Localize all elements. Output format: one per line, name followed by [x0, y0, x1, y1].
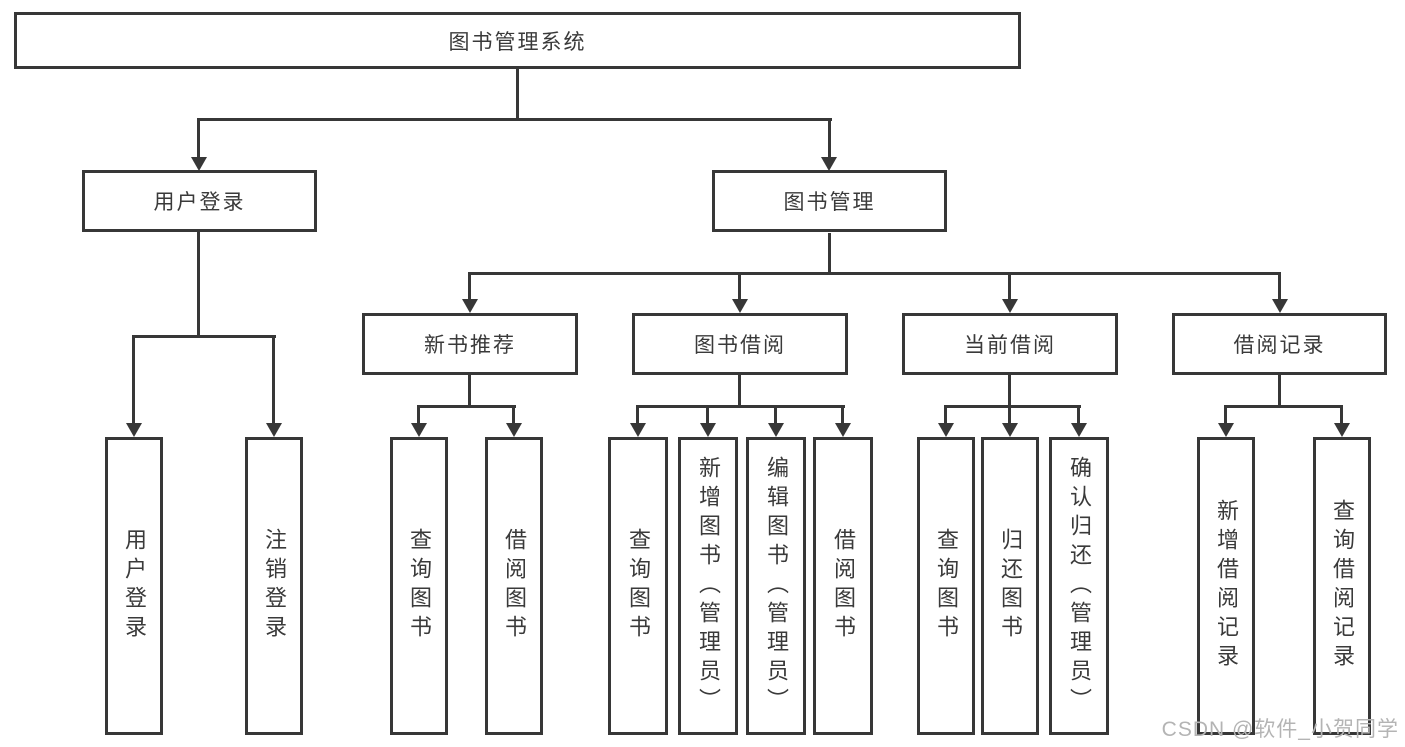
node-label: 确认归还（管理员）: [1067, 455, 1092, 717]
node-label: 新书推荐: [424, 334, 516, 357]
node-label: 归还图书: [998, 528, 1023, 644]
node-label: 图书借阅: [694, 334, 786, 357]
connector-borrow-records-rail: [1224, 405, 1343, 408]
arrow-down-icon: [462, 299, 478, 313]
connector-current-borrow-trunk: [1008, 375, 1011, 408]
connector-stem-leaf: [636, 405, 639, 425]
node-user-login: 用户登录: [82, 170, 317, 232]
connector-stem-leaf: [774, 405, 777, 425]
arrow-down-icon: [732, 299, 748, 313]
connector-book-borrow-rail: [636, 405, 845, 408]
node-label: 图书管理: [783, 191, 876, 214]
leaf-query-borrow-record: 查询借阅记录: [1313, 437, 1371, 735]
connector-stem-leaf: [1077, 405, 1080, 425]
connector-stem-leaf: [706, 405, 709, 425]
connector-stem-user-login: [197, 118, 200, 158]
connector-root-trunk: [516, 67, 519, 119]
connector-book-management-trunk: [828, 233, 831, 275]
node-book-borrowing: 图书借阅: [632, 313, 848, 375]
node-label: 新增图书（管理员）: [696, 455, 721, 717]
connector-current-borrow-rail: [944, 405, 1081, 408]
arrow-down-icon: [938, 423, 954, 437]
arrow-down-icon: [266, 423, 282, 437]
connector-user-login-trunk: [197, 232, 200, 338]
connector-level2-rail: [198, 118, 832, 121]
connector-stem-leaf: [1008, 405, 1011, 425]
connector-stem-book-management: [828, 118, 831, 158]
node-label: 借阅记录: [1233, 334, 1326, 357]
connector-book-borrow-trunk: [738, 375, 741, 408]
leaf-return-book: 归还图书: [981, 437, 1039, 735]
arrow-down-icon: [1334, 423, 1350, 437]
connector-stem-leaf: [272, 335, 275, 425]
connector-stem-book-borrow: [738, 272, 741, 300]
arrow-down-icon: [1002, 299, 1018, 313]
leaf-user-login: 用户登录: [105, 437, 163, 735]
connector-stem-leaf: [417, 405, 420, 425]
leaf-borrow-books: 借阅图书: [813, 437, 873, 735]
node-label: 借阅图书: [502, 528, 527, 644]
connector-stem-leaf: [512, 405, 515, 425]
arrow-down-icon: [1002, 423, 1018, 437]
connector-level3-rail: [468, 272, 1281, 275]
arrow-down-icon: [1272, 299, 1288, 313]
connector-stem-current-borrow: [1008, 272, 1011, 300]
leaf-borrow-books-recommend: 借阅图书: [485, 437, 543, 735]
node-label: 借阅图书: [831, 528, 856, 644]
node-label: 注销登录: [262, 528, 287, 644]
node-new-book-recommendation: 新书推荐: [362, 313, 578, 375]
arrow-down-icon: [768, 423, 784, 437]
arrow-down-icon: [126, 423, 142, 437]
connector-stem-new-book: [468, 272, 471, 300]
node-book-management: 图书管理: [712, 170, 947, 232]
connector-user-login-rail: [132, 335, 276, 338]
node-label: 图书管理系统: [448, 30, 587, 54]
node-label: 新增借阅记录: [1214, 499, 1239, 673]
connector-stem-leaf: [944, 405, 947, 425]
connector-new-book-trunk: [468, 375, 471, 408]
node-label: 查询借阅记录: [1330, 499, 1355, 673]
leaf-edit-book-admin: 编辑图书（管理员）: [746, 437, 806, 735]
leaf-add-borrow-record: 新增借阅记录: [1197, 437, 1255, 735]
node-current-borrowing: 当前借阅: [902, 313, 1118, 375]
connector-borrow-records-trunk: [1278, 375, 1281, 408]
arrow-down-icon: [835, 423, 851, 437]
node-borrowing-records: 借阅记录: [1172, 313, 1387, 375]
watermark-text: CSDN @软件_小贺同学: [1161, 718, 1399, 741]
node-label: 编辑图书（管理员）: [764, 455, 789, 717]
node-label: 查询图书: [407, 528, 432, 644]
node-label: 查询图书: [934, 528, 959, 644]
leaf-add-book-admin: 新增图书（管理员）: [678, 437, 738, 735]
leaf-confirm-return-admin: 确认归还（管理员）: [1049, 437, 1109, 735]
connector-stem-leaf: [132, 335, 135, 425]
connector-stem-leaf: [1224, 405, 1227, 425]
node-library-system: 图书管理系统: [14, 12, 1021, 69]
arrow-down-icon: [1218, 423, 1234, 437]
node-label: 用户登录: [153, 191, 246, 214]
arrow-down-icon: [411, 423, 427, 437]
arrow-down-icon: [630, 423, 646, 437]
node-label: 用户登录: [122, 528, 147, 644]
leaf-logout-login: 注销登录: [245, 437, 303, 735]
arrow-down-icon: [821, 157, 837, 171]
leaf-query-books-recommend: 查询图书: [390, 437, 448, 735]
node-label: 查询图书: [626, 528, 651, 644]
connector-stem-leaf: [1340, 405, 1343, 425]
arrow-down-icon: [191, 157, 207, 171]
arrow-down-icon: [700, 423, 716, 437]
connector-new-book-rail: [417, 405, 516, 408]
arrow-down-icon: [1071, 423, 1087, 437]
leaf-query-books-borrow: 查询图书: [608, 437, 668, 735]
leaf-query-books-current: 查询图书: [917, 437, 975, 735]
connector-stem-borrow-records: [1278, 272, 1281, 300]
arrow-down-icon: [506, 423, 522, 437]
connector-stem-leaf: [841, 405, 844, 425]
node-label: 当前借阅: [964, 334, 1056, 357]
